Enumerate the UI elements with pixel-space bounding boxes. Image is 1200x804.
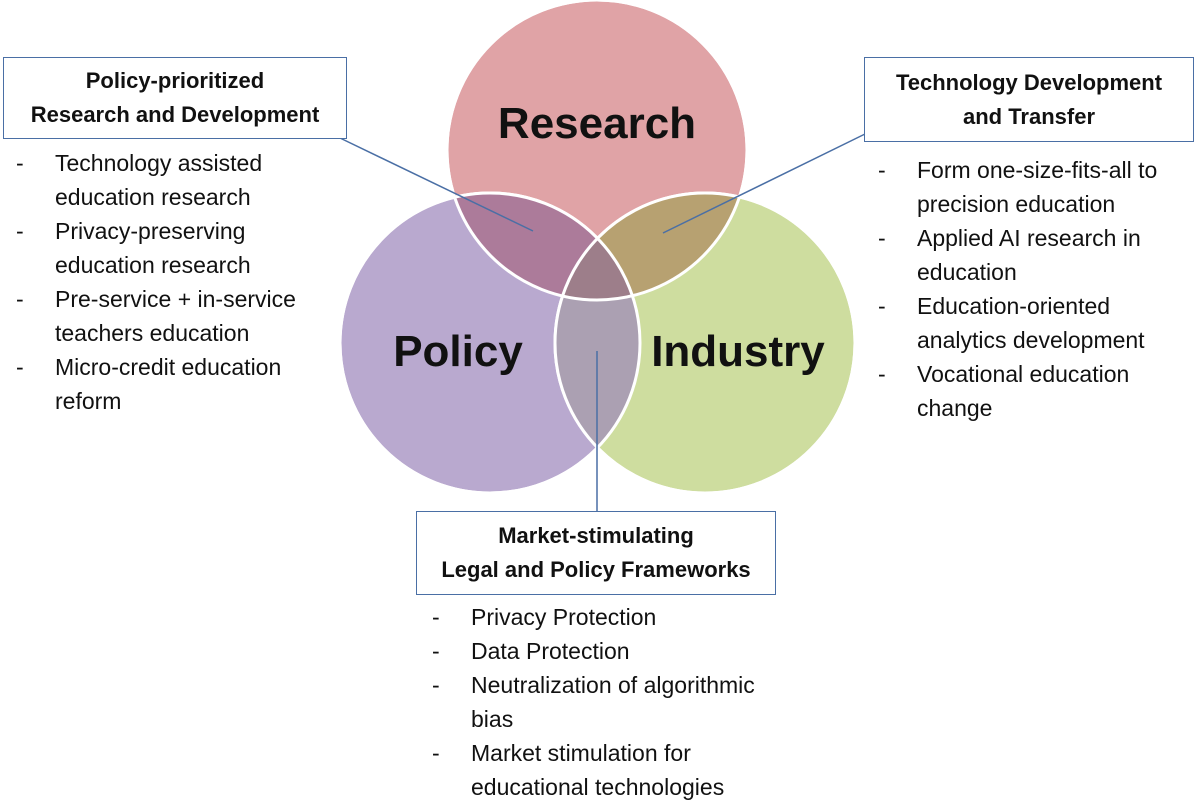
list-item: Applied AI research in education bbox=[876, 221, 1196, 289]
list-item: Technology assisted education research bbox=[14, 146, 344, 214]
callout-bottom-title-line1: Market-stimulating bbox=[498, 523, 694, 548]
research-label: Research bbox=[498, 99, 696, 148]
connector-left bbox=[339, 137, 534, 232]
connector-right bbox=[662, 133, 866, 234]
callout-left-title-line2: Research and Development bbox=[30, 102, 320, 127]
list-item: Micro-credit education reform bbox=[14, 350, 344, 418]
callout-box-left: Policy-prioritized Research and Developm… bbox=[3, 57, 347, 139]
list-item: Data Protection bbox=[430, 634, 770, 668]
list-item: Vocational education change bbox=[876, 357, 1196, 425]
legal-frameworks-list: Privacy Protection Data Protection Neutr… bbox=[430, 600, 770, 804]
research-industry-overlap bbox=[555, 193, 747, 300]
list-item: Form one-size-fits-all to precision educ… bbox=[876, 153, 1196, 221]
policy-label: Policy bbox=[393, 327, 523, 376]
policy-prioritized-list: Technology assisted education research P… bbox=[14, 146, 344, 418]
technology-transfer-list: Form one-size-fits-all to precision educ… bbox=[876, 153, 1196, 425]
callout-right-title-line1: Technology Development bbox=[895, 69, 1163, 95]
list-item: Privacy Protection bbox=[430, 600, 770, 634]
industry-label: Industry bbox=[651, 327, 825, 376]
callout-box-right: Technology Development and Transfer bbox=[864, 57, 1194, 142]
list-item: Education-oriented analytics development bbox=[876, 289, 1196, 357]
callout-bottom-title-line2: Legal and Policy Frameworks bbox=[441, 557, 751, 582]
list-item: Neutralization of algorithmic bias bbox=[430, 668, 770, 736]
callout-right-title-line2: and Transfer bbox=[962, 103, 1096, 129]
research-outline bbox=[445, 0, 749, 302]
callout-box-bottom: Market-stimulating Legal and Policy Fram… bbox=[416, 511, 776, 595]
list-item: Privacy-preserving education research bbox=[14, 214, 344, 282]
research-policy-overlap bbox=[447, 193, 640, 300]
list-item: Pre-service + in-service teachers educat… bbox=[14, 282, 344, 350]
industry-outline bbox=[553, 191, 857, 495]
callout-left-title-line1: Policy-prioritized bbox=[85, 68, 265, 93]
list-item: Market stimulation for educational techn… bbox=[430, 736, 770, 804]
